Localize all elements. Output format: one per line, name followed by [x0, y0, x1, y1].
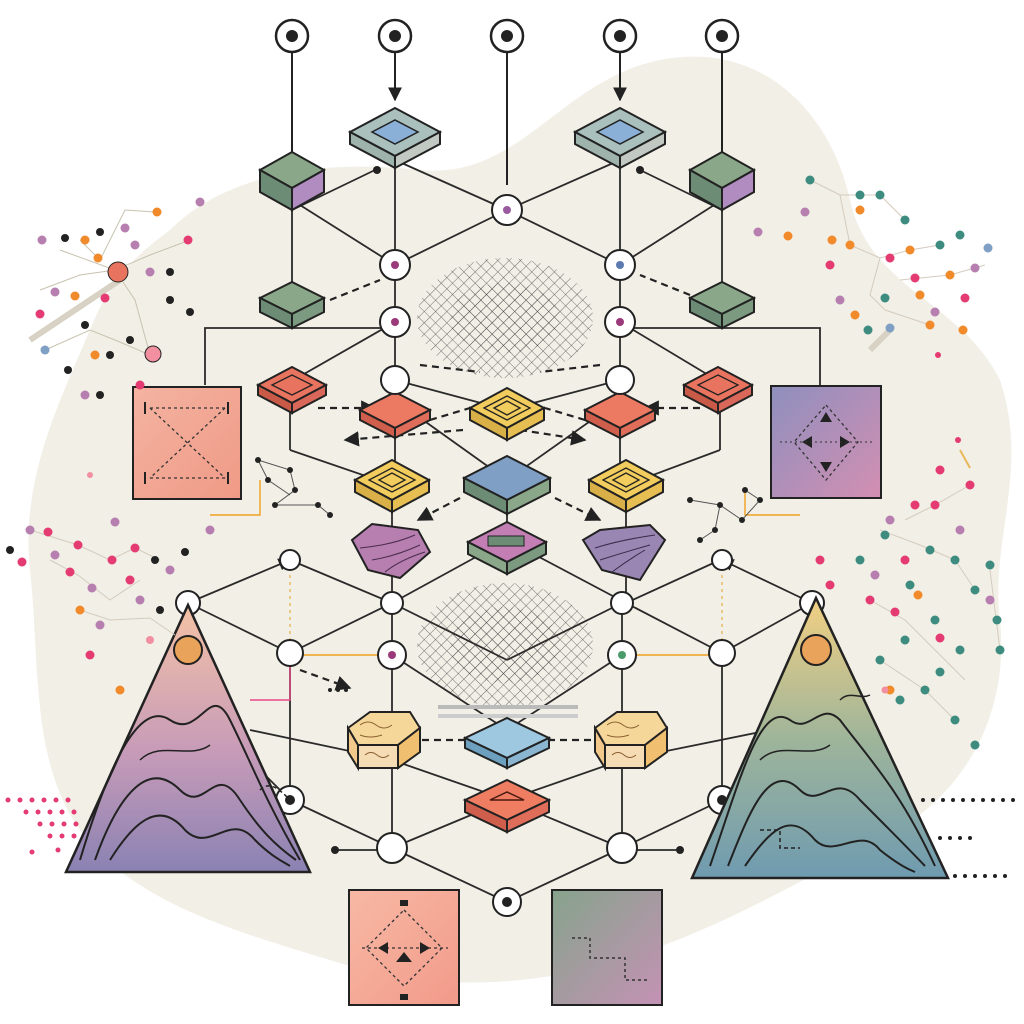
left-panel-crossed-diagram — [132, 386, 242, 500]
coral-block-right — [582, 390, 658, 440]
input-node-1 — [274, 18, 310, 54]
glass-plate-center — [438, 705, 578, 770]
dotted-trails — [328, 688, 1015, 878]
scatter-network-upper-left — [28, 197, 205, 400]
right-panel-arrow-diamond — [770, 385, 882, 499]
constellation-left-inner — [255, 457, 333, 518]
input-node-4 — [602, 18, 638, 54]
coral-stack-right — [681, 365, 755, 415]
lavender-leaf-right — [581, 523, 667, 582]
side-connectors — [210, 480, 800, 701]
mesh-cloud-upper — [417, 258, 593, 378]
mid-cube-right — [687, 280, 757, 330]
left-mountain-pyramid — [64, 601, 312, 874]
input-node-5 — [704, 18, 740, 54]
scatter-network-mid-left — [6, 472, 215, 695]
coral-block-left — [357, 390, 433, 440]
mesh-cloud-lower — [417, 583, 593, 707]
top-plate-right — [572, 106, 668, 170]
input-nodes — [291, 50, 723, 185]
textured-cube-left — [346, 711, 422, 772]
constellation-right-inner — [687, 487, 763, 543]
magenta-dot-grid — [5, 797, 79, 855]
bottom-right-panel-step-path — [551, 889, 663, 1006]
top-plate-left — [347, 106, 443, 170]
coral-stack-left — [255, 365, 329, 415]
input-node-2 — [377, 18, 413, 54]
gold-stack-center — [467, 386, 547, 442]
scatter-network-upper-right — [753, 175, 993, 358]
top-cube-left — [257, 150, 327, 212]
gold-stack-right — [586, 458, 666, 514]
mid-cube-left — [257, 280, 327, 330]
chip-block-center — [465, 520, 549, 576]
right-mountain-pyramid — [690, 594, 950, 880]
textured-cube-right — [593, 711, 669, 772]
coral-block-bottom — [462, 778, 552, 834]
dashed-flows — [299, 273, 700, 742]
scatter-network-mid-right — [815, 437, 1005, 750]
mauve-leaf-left — [350, 522, 432, 580]
blue-block-center — [461, 454, 553, 516]
input-node-3 — [489, 18, 525, 54]
top-cube-right — [687, 150, 757, 212]
bottom-left-panel-arrow-diamond — [348, 889, 460, 1006]
gold-stack-left — [352, 458, 432, 514]
